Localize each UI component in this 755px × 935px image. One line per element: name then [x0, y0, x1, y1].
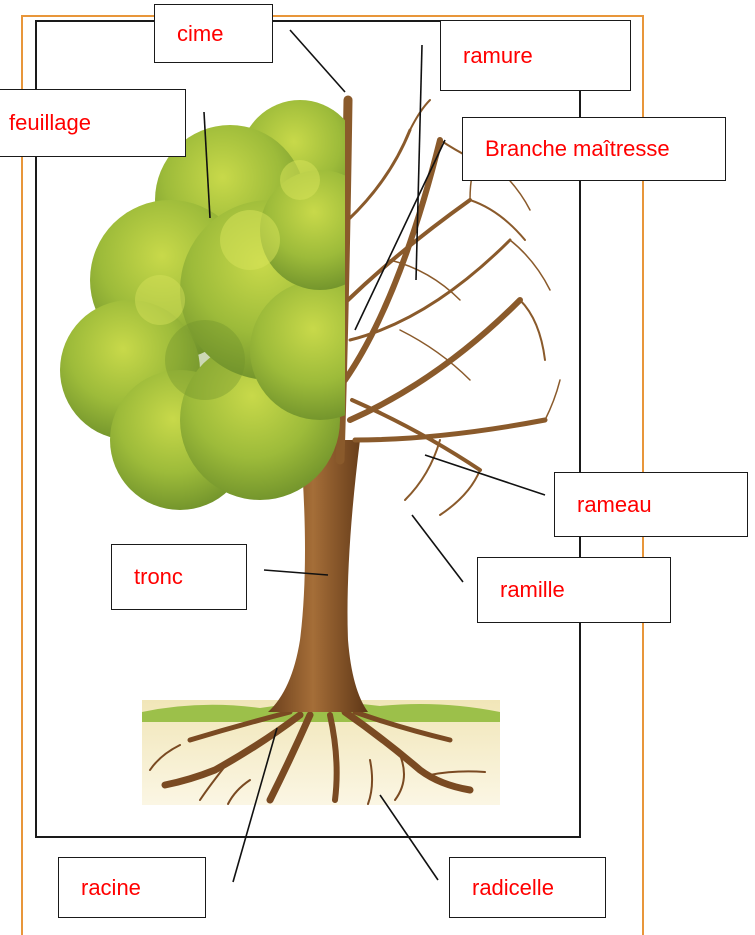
label-rameau: rameau [554, 472, 748, 537]
pointer-ramure [416, 45, 422, 280]
label-ramure: ramure [440, 20, 631, 91]
label-radicelle: radicelle [449, 857, 606, 918]
label-branche-maitresse: Branche maîtresse [462, 117, 726, 181]
label-tronc: tronc [111, 544, 247, 610]
label-racine: racine [58, 857, 206, 918]
label-feuillage: feuillage [0, 89, 186, 157]
pointer-cime [290, 30, 345, 92]
label-cime: cime [154, 4, 273, 63]
pointer-rameau [425, 455, 545, 495]
pointer-radicelle [380, 795, 438, 880]
pointer-ramille [412, 515, 463, 582]
label-ramille: ramille [477, 557, 671, 623]
pointer-branche-maitresse [355, 140, 445, 330]
